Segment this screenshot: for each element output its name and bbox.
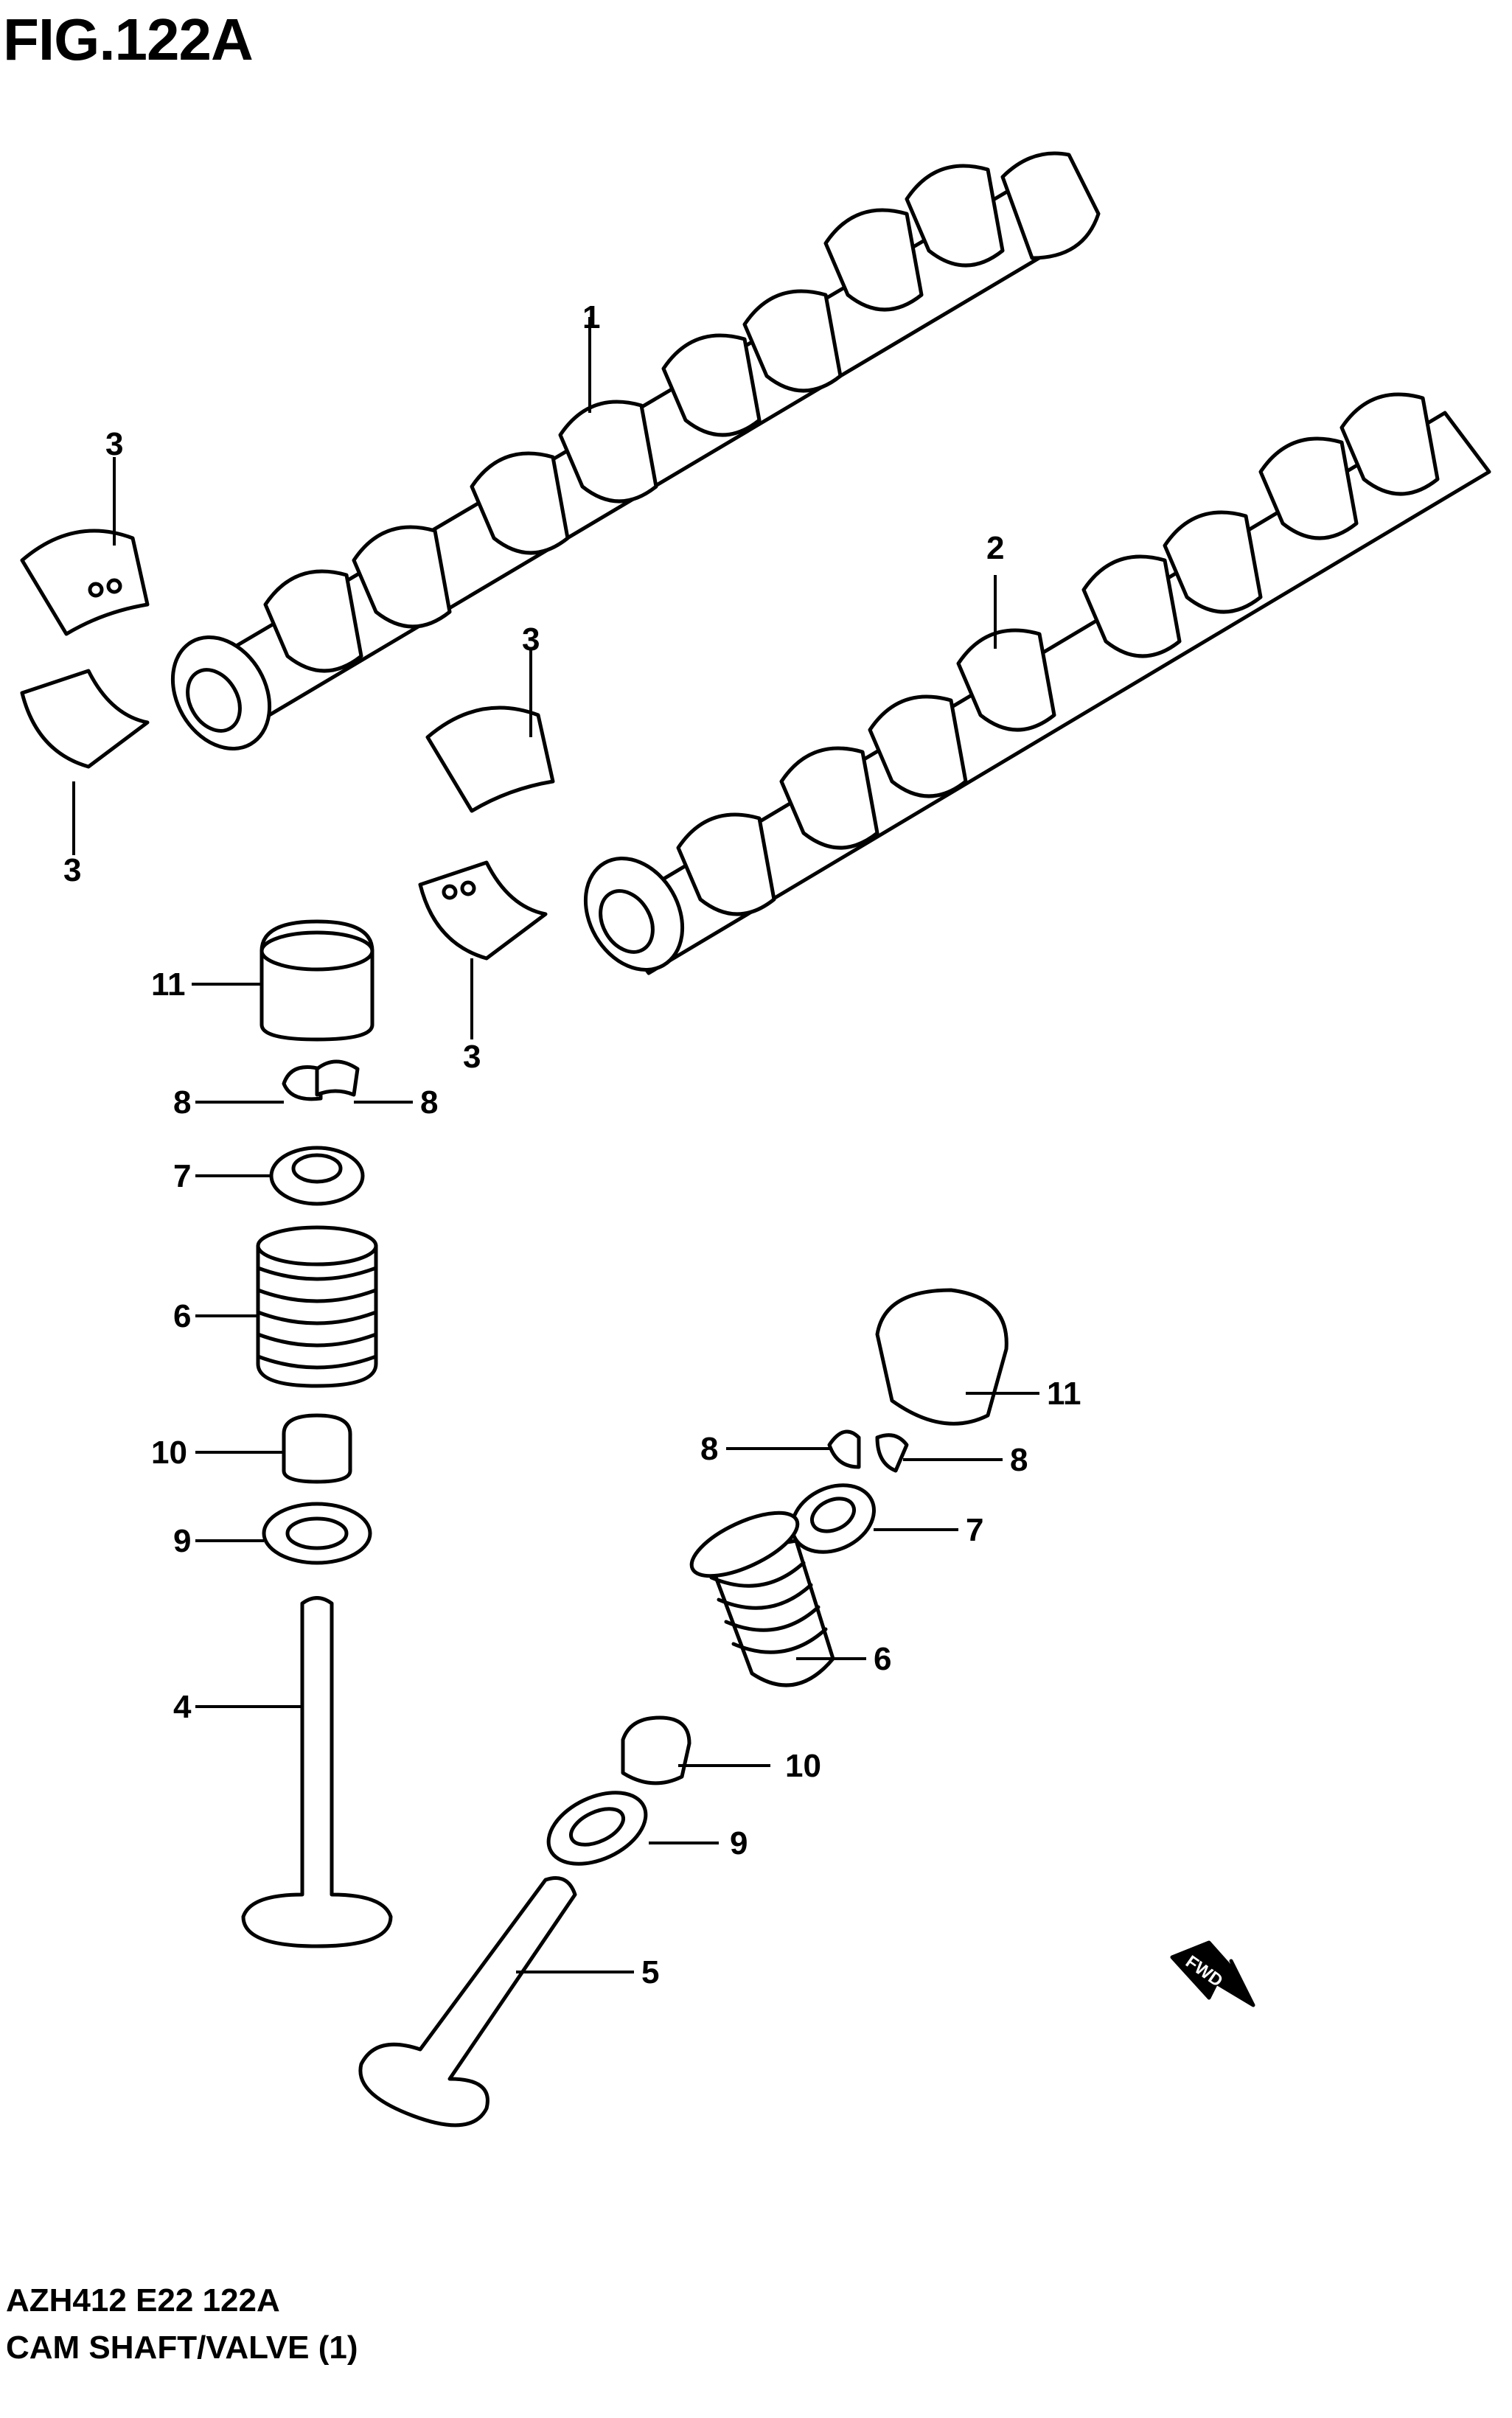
bearing-half-upper-left-bottom <box>20 669 150 769</box>
callout-lifter-11b: 11 <box>1047 1376 1081 1412</box>
valve-stack-right <box>358 1288 1008 2128</box>
callout-spring-6b: 6 <box>874 1641 891 1677</box>
spring-6-right <box>689 1511 835 1687</box>
callout-seal-10b: 10 <box>785 1748 821 1784</box>
valve-4 <box>241 1596 393 1948</box>
callout-valve-5: 5 <box>641 1954 659 1990</box>
callout-cotter-8c: 8 <box>700 1431 718 1467</box>
callout-bearing-3c: 3 <box>522 621 540 658</box>
camshaft-1-rear-journal <box>1000 151 1101 260</box>
camshaft-1 <box>170 151 1101 750</box>
callout-cotter-8a: 8 <box>173 1084 191 1121</box>
callout-spring-6a: 6 <box>173 1298 191 1334</box>
callout-bearing-3b: 3 <box>63 852 81 888</box>
callout-cotter-8b: 8 <box>420 1084 438 1121</box>
camshaft-2-lobes <box>676 392 1440 916</box>
bearing-half-upper-left-top <box>20 529 150 636</box>
callout-camshaft-2: 2 <box>986 530 1004 566</box>
camshaft-1-end-face <box>186 668 242 733</box>
spring-6-left <box>256 1225 378 1388</box>
camshaft-2 <box>583 392 1491 975</box>
camshaft-1-lobes <box>263 164 1005 673</box>
callout-retainer-7b: 7 <box>966 1512 983 1548</box>
valve-5 <box>358 1876 577 2128</box>
fwd-direction-arrow <box>1170 1940 1255 2007</box>
cotter-8-right-a <box>827 1429 861 1469</box>
callout-seat-9b: 9 <box>730 1825 748 1861</box>
callout-lifter-11a: 11 <box>151 966 186 1003</box>
callout-camshaft-1: 1 <box>582 299 600 335</box>
leader-lines <box>72 317 1039 1973</box>
camshaft-2-end-face <box>599 889 655 954</box>
valve-stack-left <box>241 919 393 1948</box>
valve-seal-10-right <box>621 1715 691 1785</box>
callout-valve-4: 4 <box>173 1689 192 1725</box>
figure-caption: CAM SHAFT/VALVE (1) <box>6 2330 358 2366</box>
valve-seal-10-left <box>282 1413 352 1484</box>
figure-title: FIG.122A <box>3 7 254 72</box>
cotter-8-left-b <box>315 1059 360 1097</box>
cotter-8-right-b <box>875 1433 909 1473</box>
bearing-half-center-top <box>425 705 555 813</box>
callout-bearing-3d: 3 <box>463 1039 481 1075</box>
callout-cotter-8d: 8 <box>1010 1442 1028 1478</box>
callout-retainer-7a: 7 <box>173 1158 191 1194</box>
callout-bearing-3a: 3 <box>105 426 123 462</box>
callout-seal-10a: 10 <box>151 1435 187 1471</box>
callout-seat-9a: 9 <box>173 1523 191 1559</box>
figure-code: AZH412 E22 122A <box>6 2282 280 2318</box>
bearing-half-center-bottom <box>418 860 548 961</box>
lifter-11-right <box>875 1288 1008 1426</box>
